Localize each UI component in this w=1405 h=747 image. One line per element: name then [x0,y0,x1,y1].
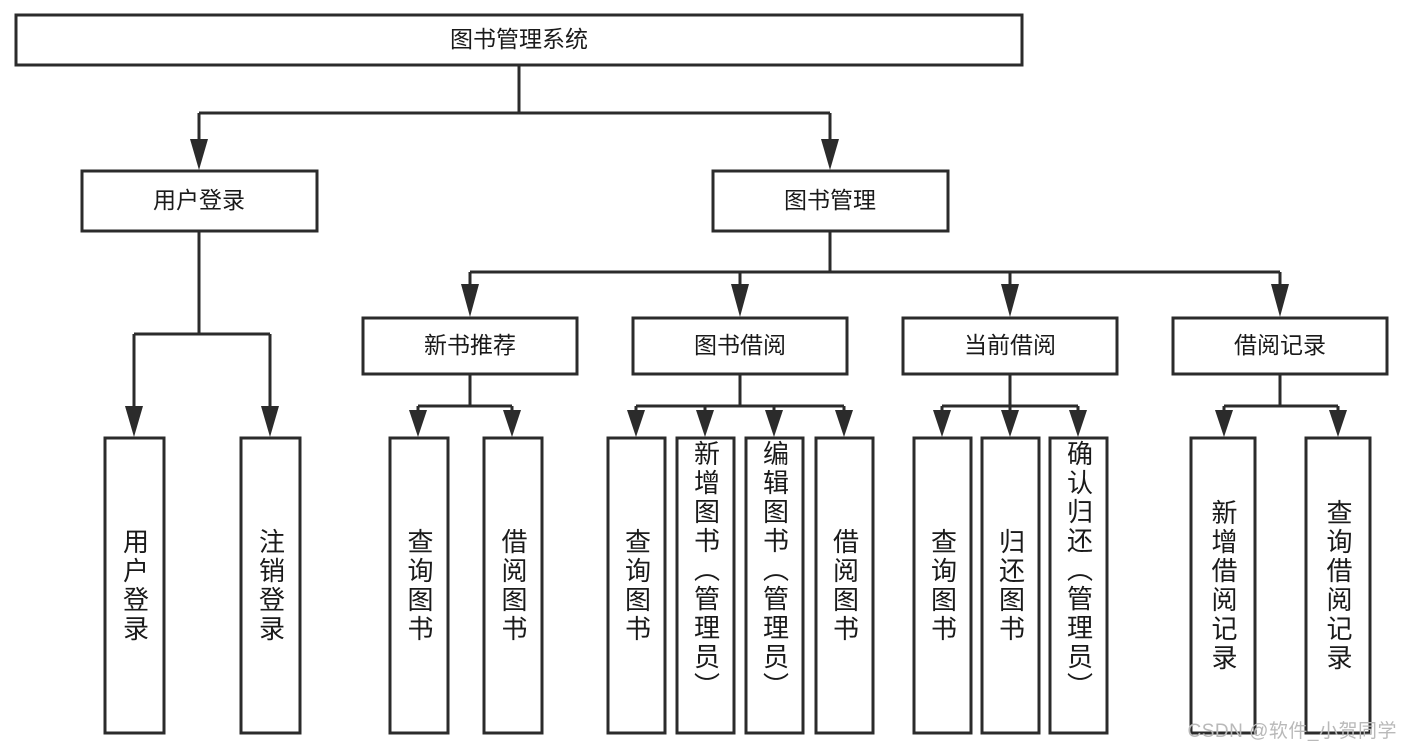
leaf-box-confirm-return[interactable] [1048,436,1109,735]
connector-newbook-to-leaves [409,374,521,437]
leaf-box-query-book-3[interactable] [912,436,973,735]
watermark-text: CSDN @软件_小贺同学 [1187,721,1397,742]
connector-userlogin-to-leaves [125,232,279,437]
node-user-login[interactable]: 用户登录 [80,169,319,233]
leaf-box-add-record[interactable] [1189,436,1257,735]
node-book-manage-label: 图书管理 [784,187,876,213]
node-user-login-label: 用户登录 [153,187,245,213]
node-current-borrow-label: 当前借阅 [964,332,1056,358]
leaf-box-logout[interactable] [239,436,302,735]
node-root-label: 图书管理系统 [450,26,588,52]
node-new-book-rec[interactable]: 新书推荐 [361,316,579,376]
leaf-box-edit-book[interactable] [744,436,805,735]
leaf-box-query-book-2[interactable] [606,436,667,735]
leaf-box-query-record[interactable] [1304,436,1372,735]
node-current-borrow[interactable]: 当前借阅 [901,316,1119,376]
leaf-box-add-book[interactable] [675,436,736,735]
connector-borrowrecord-to-leaves [1215,374,1347,437]
node-book-manage[interactable]: 图书管理 [711,169,950,233]
node-borrow-record-label: 借阅记录 [1234,332,1326,358]
node-book-borrow[interactable]: 图书借阅 [631,316,849,376]
node-borrow-record[interactable]: 借阅记录 [1171,316,1389,376]
node-new-book-rec-label: 新书推荐 [424,332,516,358]
connector-bookborrow-to-leaves [627,374,853,437]
connector-bookmanage-to-level3 [461,232,1289,317]
leaf-box-query-book-1[interactable] [388,436,450,735]
connector-root-to-level2 [190,65,839,170]
connector-currentborrow-to-leaves [933,374,1087,437]
leaf-box-borrow-book-1[interactable] [482,436,544,735]
node-root[interactable]: 图书管理系统 [14,13,1024,67]
leaf-box-return-book[interactable] [980,436,1041,735]
leaf-box-user-login[interactable] [103,436,166,735]
leaf-box-borrow-book-2[interactable] [814,436,875,735]
node-book-borrow-label: 图书借阅 [694,332,786,358]
